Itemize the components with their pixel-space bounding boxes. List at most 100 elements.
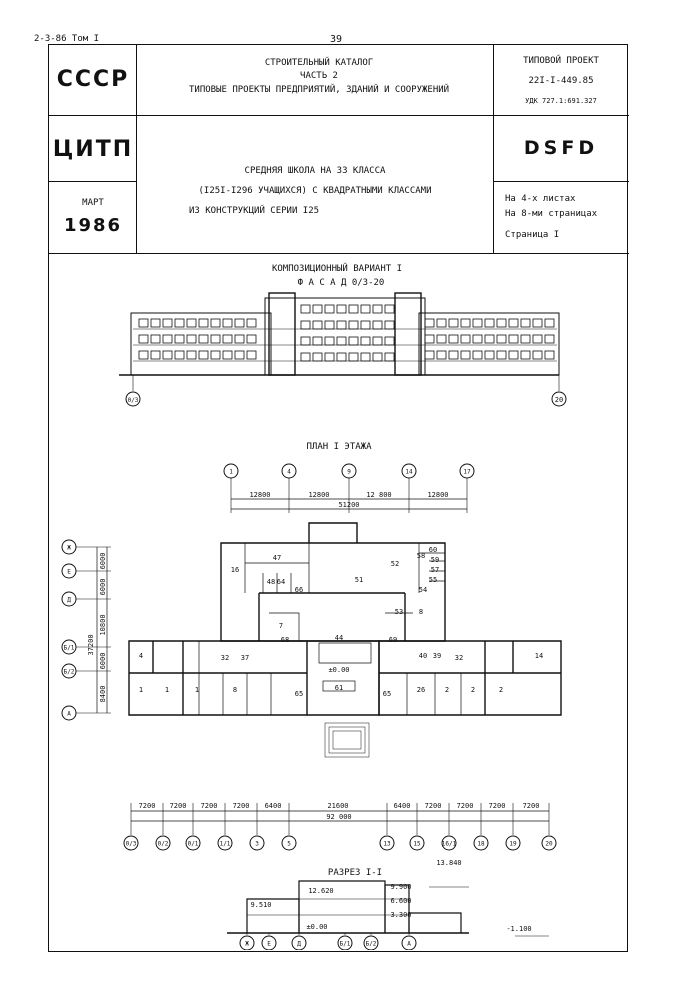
plan-bottom-axis: 0/1: [188, 841, 199, 848]
facade-window: [222, 318, 233, 328]
plan-left-dimension: 10800: [99, 614, 107, 635]
room-label: 40: [419, 652, 427, 660]
plan-top-axis: 4: [287, 469, 291, 476]
plan-bottom-dimension: 7200: [139, 802, 156, 810]
facade-window: [300, 304, 311, 314]
facade-window: [198, 350, 209, 360]
facade-window: [336, 320, 347, 330]
facade-window: [348, 352, 359, 362]
section-axis-circle: [291, 935, 307, 950]
plan-bottom-axis: 1/1: [220, 841, 231, 848]
room-label: 16: [231, 566, 239, 574]
facade-elevation: 0/3 20: [119, 292, 567, 407]
plan-left-dimension: 6000: [99, 653, 107, 670]
pages-count: На 8-ми страницах: [505, 209, 598, 219]
facade-window: [336, 304, 347, 314]
room-label: 37: [241, 654, 249, 662]
facade-window: [448, 350, 459, 360]
facade-window: [484, 350, 495, 360]
room-label: 47: [273, 554, 281, 562]
facade-window: [234, 350, 245, 360]
plan-left-axis: А: [67, 711, 71, 718]
room-label: 32: [221, 654, 229, 662]
facade-window: [348, 336, 359, 346]
facade-window: [174, 318, 185, 328]
facade-window: [186, 334, 197, 344]
room-label: 1: [139, 686, 143, 694]
plan-top-dimensions: [231, 498, 467, 510]
facade-title: Ф А С А Д 0/3-20: [298, 278, 385, 288]
facade-window: [234, 318, 245, 328]
plan-top-dimension: 12800: [427, 491, 448, 499]
section-axis: Б/1: [340, 941, 351, 948]
plan-left-axis: Б/1: [64, 645, 75, 652]
plan-bottom-dimension: 7200: [489, 802, 506, 810]
right-column: [493, 45, 629, 253]
facade-window: [508, 318, 519, 328]
facade-window: [312, 336, 323, 346]
facade-window: [150, 318, 161, 328]
facade-window: [186, 350, 197, 360]
room-label: 68: [281, 636, 289, 644]
plan-bottom-axis: 19: [509, 841, 517, 848]
facade-window: [198, 318, 209, 328]
plan-top-total: 51200: [338, 501, 359, 509]
facade-window: [162, 350, 173, 360]
facade-window: [424, 334, 435, 344]
facade-window: [162, 334, 173, 344]
room-label: 32: [455, 654, 463, 662]
plan-bottom-axis-circle: [379, 835, 395, 851]
plan-bottom-axis: 18: [477, 841, 485, 848]
facade-window: [532, 334, 543, 344]
facade-window: [300, 352, 311, 362]
facade-window: [448, 318, 459, 328]
facade-window: [508, 334, 519, 344]
facade-window: [436, 350, 447, 360]
facade-window: [472, 334, 483, 344]
plan-top-axis: 9: [347, 469, 351, 476]
room-label: 2: [499, 686, 503, 694]
facade-window: [372, 352, 383, 362]
project-type: ТИПОВОЙ ПРОЕКТ: [523, 56, 599, 66]
plan-bottom-total: 92 000: [326, 813, 351, 821]
plan-bottom-axis-circle: [409, 835, 425, 851]
facade-window: [484, 318, 495, 328]
facade-axis-left: 0/3: [128, 397, 139, 404]
left-column: [49, 45, 137, 253]
facade-window: [312, 304, 323, 314]
facade-window: [312, 352, 323, 362]
facade-window: [246, 350, 257, 360]
title-frame: СССР СТРОИТЕЛЬНЫЙ КАТАЛОГ ЧАСТЬ 2 ТИПОВЫ…: [48, 44, 629, 952]
plan-bottom-dimension: 7200: [457, 802, 474, 810]
plan-bottom-axis: 16/1: [442, 841, 457, 848]
facade-window: [162, 318, 173, 328]
facade-window: [246, 334, 257, 344]
facade-window: [348, 304, 359, 314]
plan-left-dimension: 6000: [99, 553, 107, 570]
doc-reference: 2-3-86 Том I: [34, 34, 100, 44]
room-label: 59: [431, 556, 439, 564]
room-label: 7: [279, 622, 283, 630]
room-label: 1: [195, 686, 199, 694]
plan-bottom-axis: 20: [545, 841, 553, 848]
facade-window: [544, 318, 555, 328]
facade-window: [360, 320, 371, 330]
facade-window: [150, 334, 161, 344]
facade-window: [496, 318, 507, 328]
udk-code: УДК 727.1:691.327: [525, 97, 597, 105]
plan-bottom-axis-circle: [185, 835, 201, 851]
plan-bottom-axis-circle: [123, 835, 139, 851]
facade-window: [300, 320, 311, 330]
room-label: 64: [277, 578, 285, 586]
desc-line-1: СРЕДНЯЯ ШКОЛА НА 33 КЛАССА: [244, 166, 386, 176]
plan-bottom-dimension: 6400: [265, 802, 282, 810]
plan-bottom-axis-circle: [281, 835, 297, 851]
year: 1986: [63, 215, 123, 236]
section-mark: 12.620: [308, 887, 333, 895]
facade-window: [384, 352, 395, 362]
facade-window: [384, 304, 395, 314]
room-label: 48: [267, 578, 275, 586]
